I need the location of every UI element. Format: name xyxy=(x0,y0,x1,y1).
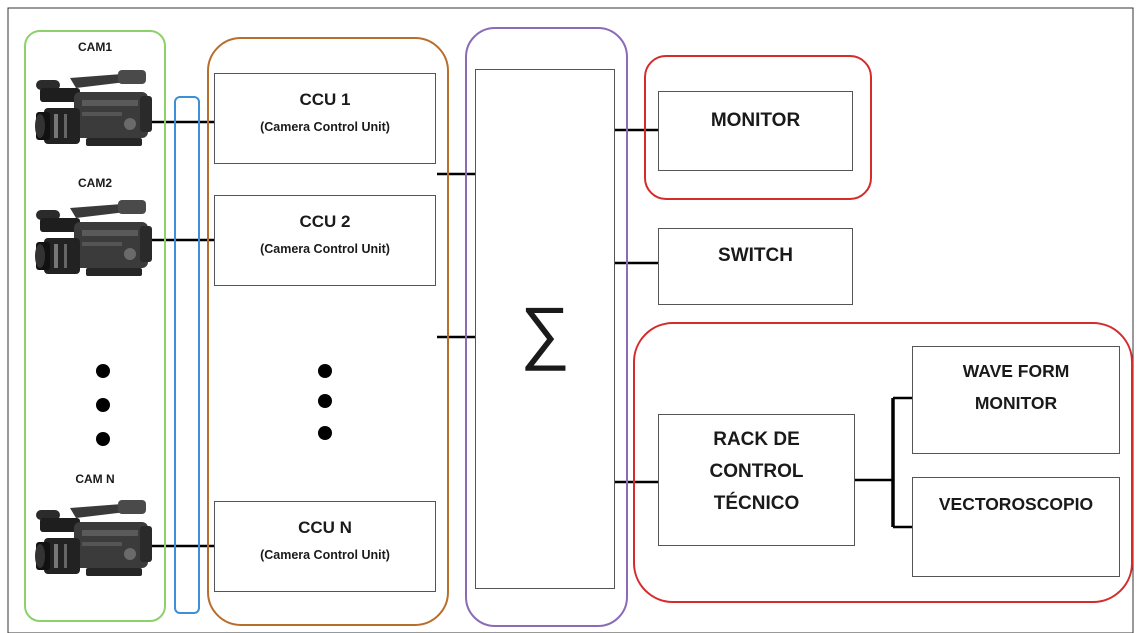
ccu-box-n[interactable]: CCU N (Camera Control Unit) xyxy=(214,501,436,592)
camera-label-n: CAM N xyxy=(75,472,115,486)
rack-label-line-2: CONTROL xyxy=(709,461,804,482)
waveform-monitor-box[interactable]: WAVE FORM MONITOR xyxy=(912,346,1120,454)
ccu-box-1[interactable]: CCU 1 (Camera Control Unit) xyxy=(214,73,436,164)
rack-group-outline xyxy=(633,322,1133,603)
ccu-title: CCU N xyxy=(298,518,352,537)
ellipsis-dot xyxy=(318,364,332,378)
ccu-subtitle: (Camera Control Unit) xyxy=(260,120,390,134)
sum-group-outline xyxy=(465,27,628,627)
switch-box[interactable]: SWITCH xyxy=(658,228,853,305)
monitor-label: MONITOR xyxy=(710,110,801,131)
camera-label-2: CAM2 xyxy=(77,176,112,190)
vectorscope-box[interactable]: VECTOROSCOPIO xyxy=(912,477,1120,577)
ccu-group-outline xyxy=(207,37,449,626)
waveform-label-line-1: WAVE FORM xyxy=(962,361,1070,381)
video-camera-icon xyxy=(35,70,152,146)
camera-label-1: CAM1 xyxy=(77,40,112,54)
waveform-label-line-2: MONITOR xyxy=(974,393,1058,413)
ellipsis-dot xyxy=(318,426,332,440)
ccu-title: CCU 1 xyxy=(299,90,351,109)
ccu-box-2[interactable]: CCU 2 (Camera Control Unit) xyxy=(214,195,436,286)
summation-box[interactable]: ∑ xyxy=(475,69,615,589)
rack-label-line-3: TÉCNICO xyxy=(713,493,800,514)
rack-label-line-1: RACK DE xyxy=(713,429,800,450)
monitor-box[interactable]: MONITOR xyxy=(658,91,853,171)
camera-group-outline xyxy=(24,30,166,622)
summation-symbol: ∑ xyxy=(520,293,570,371)
monitor-group-outline xyxy=(644,55,872,200)
rack-control-box[interactable]: RACK DE CONTROL TÉCNICO xyxy=(658,414,855,546)
ellipsis-dot xyxy=(318,394,332,408)
vectorscope-label: VECTOROSCOPIO xyxy=(938,494,1094,514)
ccu-subtitle: (Camera Control Unit) xyxy=(260,548,390,562)
ellipsis-dot xyxy=(96,364,110,378)
video-camera-icon xyxy=(35,200,152,276)
switch-label: SWITCH xyxy=(718,245,793,266)
ccu-subtitle: (Camera Control Unit) xyxy=(260,242,390,256)
video-camera-icon xyxy=(35,500,152,576)
ellipsis-dot xyxy=(96,432,110,446)
ellipsis-dot xyxy=(96,398,110,412)
outer-frame xyxy=(7,7,1134,633)
bus-outline xyxy=(174,96,200,614)
ccu-title: CCU 2 xyxy=(299,212,351,231)
